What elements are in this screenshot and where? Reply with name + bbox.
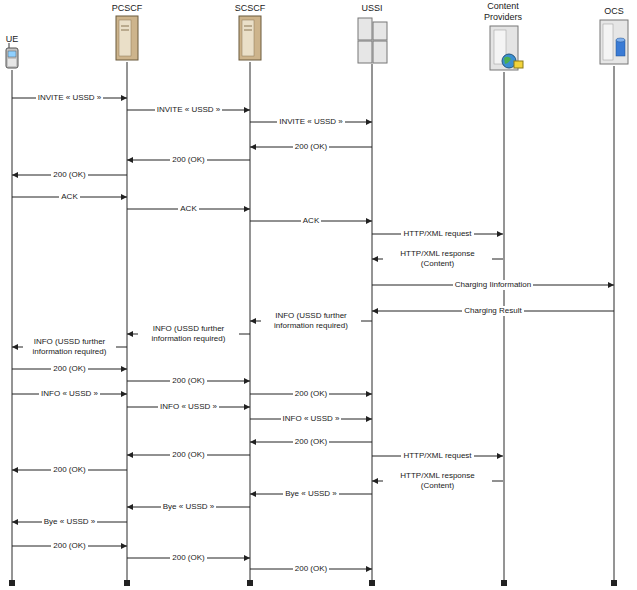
participant: UE (5, 34, 20, 585)
message-label: HTTP/XML response (Content) (383, 471, 492, 490)
message-label: INFO (USSD further information required) (261, 311, 361, 330)
database-icon (616, 40, 625, 56)
message-label: 200 (OK) (293, 142, 329, 152)
participant: USSI (360, 3, 384, 585)
lifeline (372, 64, 373, 581)
message-label: INFO (USSD further information required) (23, 337, 116, 356)
message-label: Bye « USSD » (161, 502, 217, 512)
lifeline (614, 66, 615, 581)
phone-screen (8, 51, 16, 57)
globe-land (504, 57, 511, 64)
server-icon (600, 20, 628, 64)
lifeline-end (369, 580, 375, 586)
message-label: INFO « USSD » (39, 389, 100, 399)
message-label: INVITE « USSD » (155, 105, 223, 115)
message-label: HTTP/XML response (Content) (383, 249, 492, 268)
message-label: 200 (OK) (170, 553, 206, 563)
message-label: 200 (OK) (51, 364, 87, 374)
message-label: INFO « USSD » (158, 402, 219, 412)
message-label: Bye « USSD » (42, 517, 98, 527)
server-icon (239, 16, 261, 60)
message-label: ACK (301, 216, 321, 226)
message-label: 200 (OK) (170, 450, 206, 460)
phone-icon (6, 48, 18, 68)
participant-name: SCSCF (234, 3, 267, 14)
message-label: 200 (OK) (293, 389, 329, 399)
lifeline-end (611, 580, 617, 586)
message-label: 200 (OK) (170, 155, 206, 165)
message-label: HTTP/XML request (401, 451, 473, 461)
participant-name: OCS (603, 6, 625, 17)
phone-keypad (8, 59, 16, 66)
message-label: 200 (OK) (170, 376, 206, 386)
participant-name: Content Providers (476, 1, 530, 23)
message-label: INFO « USSD » (281, 414, 342, 424)
content-icon (514, 61, 523, 68)
participant-name: UE (5, 34, 20, 45)
message-label: ACK (59, 192, 79, 202)
lifeline (12, 70, 13, 581)
server-panel (603, 24, 613, 60)
server-slot (244, 30, 252, 31)
server-icon (358, 41, 372, 63)
participant: Content Providers (476, 1, 530, 585)
message-label: 200 (OK) (293, 437, 329, 447)
server-icon (373, 41, 387, 63)
lifeline-end (247, 580, 253, 586)
lifeline-end (124, 580, 130, 586)
participant-name: PCSCF (111, 3, 144, 14)
participant: OCS (603, 6, 625, 585)
server-icon (358, 18, 372, 40)
lifeline-end (501, 580, 507, 586)
message-label: INVITE « USSD » (36, 93, 104, 103)
database-top (616, 38, 625, 42)
message-label: Charging Result (462, 306, 523, 316)
message-label: ACK (178, 204, 198, 214)
participant-name: USSI (360, 3, 384, 14)
server-icon (373, 22, 387, 40)
lifeline-end (9, 580, 15, 586)
participant: PCSCF (111, 3, 144, 585)
message-label: 200 (OK) (51, 465, 87, 475)
server-panel (119, 20, 131, 56)
message-label: 200 (OK) (293, 564, 329, 574)
server-slot (244, 26, 252, 27)
message-label: Charging Iinformation (453, 280, 533, 290)
server-panel (242, 20, 254, 56)
message-label: INVITE « USSD » (277, 117, 345, 127)
lifeline (127, 62, 128, 581)
message-label: 200 (OK) (51, 170, 87, 180)
server-slot (121, 30, 129, 31)
message-label: INFO (USSD further information required) (138, 324, 239, 343)
participant: SCSCF (234, 3, 267, 585)
message-label: 200 (OK) (51, 541, 87, 551)
lifeline (504, 72, 505, 581)
server-slot (121, 26, 129, 27)
server-icon (116, 16, 138, 60)
message-label: HTTP/XML request (401, 229, 473, 239)
message-label: Bye « USSD » (283, 489, 339, 499)
